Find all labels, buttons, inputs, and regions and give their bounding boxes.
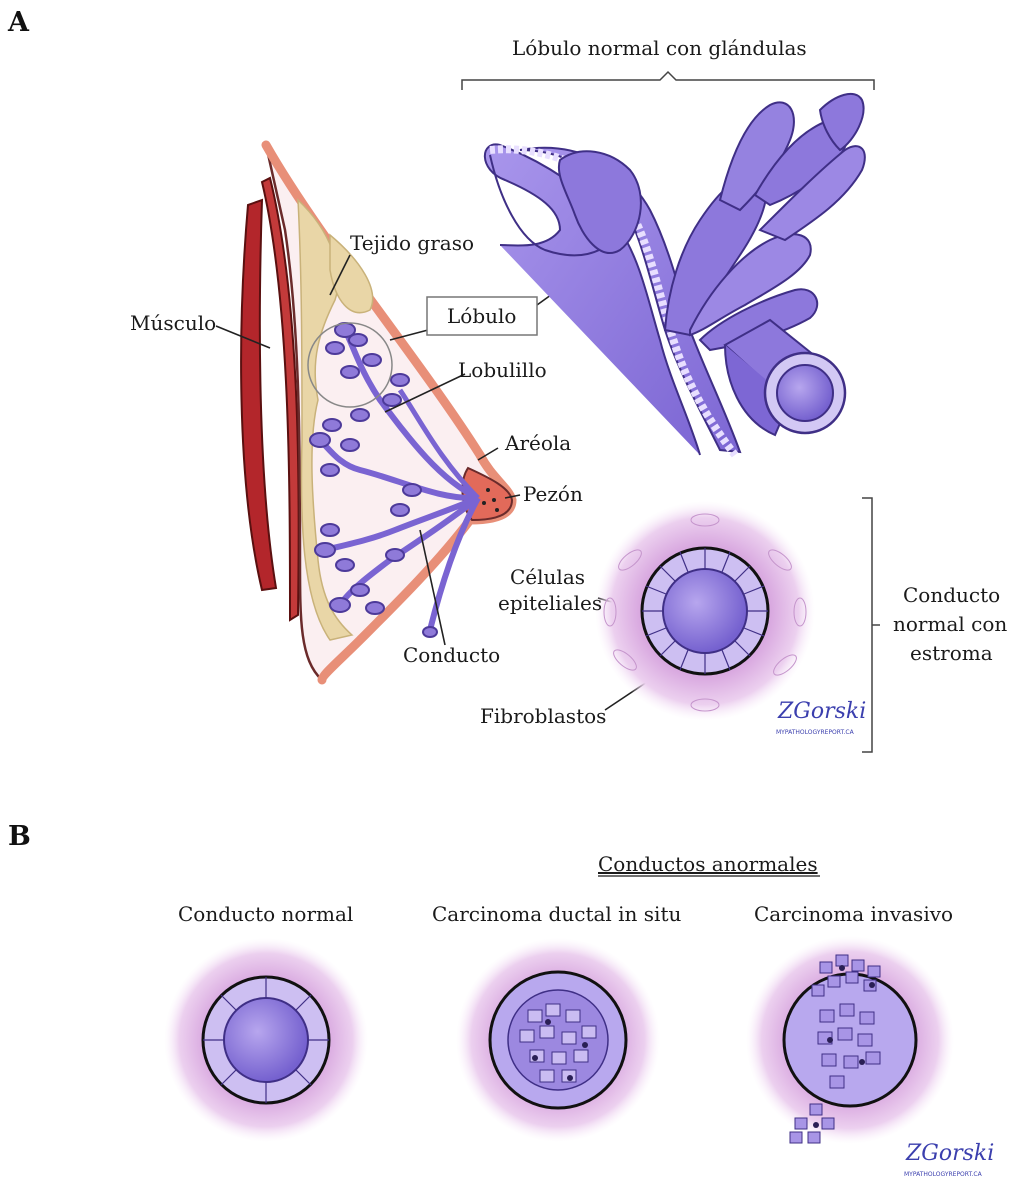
muscle-band	[241, 200, 276, 590]
breast-section	[241, 145, 512, 680]
label-tejido-graso: Tejido graso	[350, 231, 474, 255]
label-pezon: Pezón	[523, 482, 583, 506]
duct-dcis	[456, 938, 660, 1142]
duct-normal	[164, 938, 368, 1142]
label-estroma-line3: estroma	[910, 641, 993, 665]
panel-a-letter: A	[7, 7, 30, 38]
label-conducto: Conducto	[403, 643, 500, 667]
lobule-header: Lóbulo normal con glándulas	[512, 36, 807, 60]
label-musculo: Músculo	[130, 311, 216, 335]
lobule-glands	[485, 94, 865, 455]
label-celulas-line1: Células	[510, 565, 585, 589]
duct-title-dcis: Carcinoma ductal in situ	[432, 902, 681, 926]
label-areola: Aréola	[504, 431, 571, 455]
label-lobulo: Lóbulo	[447, 304, 516, 328]
stroma-duct	[595, 501, 815, 721]
duct-title-normal: Conducto normal	[178, 902, 353, 926]
signature-b-sub: MYPATHOLOGYREPORT.CA	[904, 1171, 983, 1178]
header-bracket	[462, 72, 874, 90]
label-lobulillo: Lobulillo	[458, 358, 547, 382]
abnormal-header: Conductos anormales	[598, 852, 818, 876]
label-celulas-line2: epiteliales	[498, 591, 602, 615]
label-estroma-line1: Conducto	[903, 583, 1000, 607]
signature-a-sub: MYPATHOLOGYREPORT.CA	[776, 729, 855, 736]
label-fibroblastos: Fibroblastos	[480, 704, 606, 728]
panel-b-letter: B	[8, 821, 31, 852]
label-estroma-line2: normal con	[893, 612, 1007, 636]
duct-title-invasive: Carcinoma invasivo	[754, 902, 953, 926]
duct-invasive	[746, 936, 954, 1144]
signature-a: ZGorski	[777, 699, 866, 724]
signature-b: ZGorski	[905, 1141, 994, 1166]
